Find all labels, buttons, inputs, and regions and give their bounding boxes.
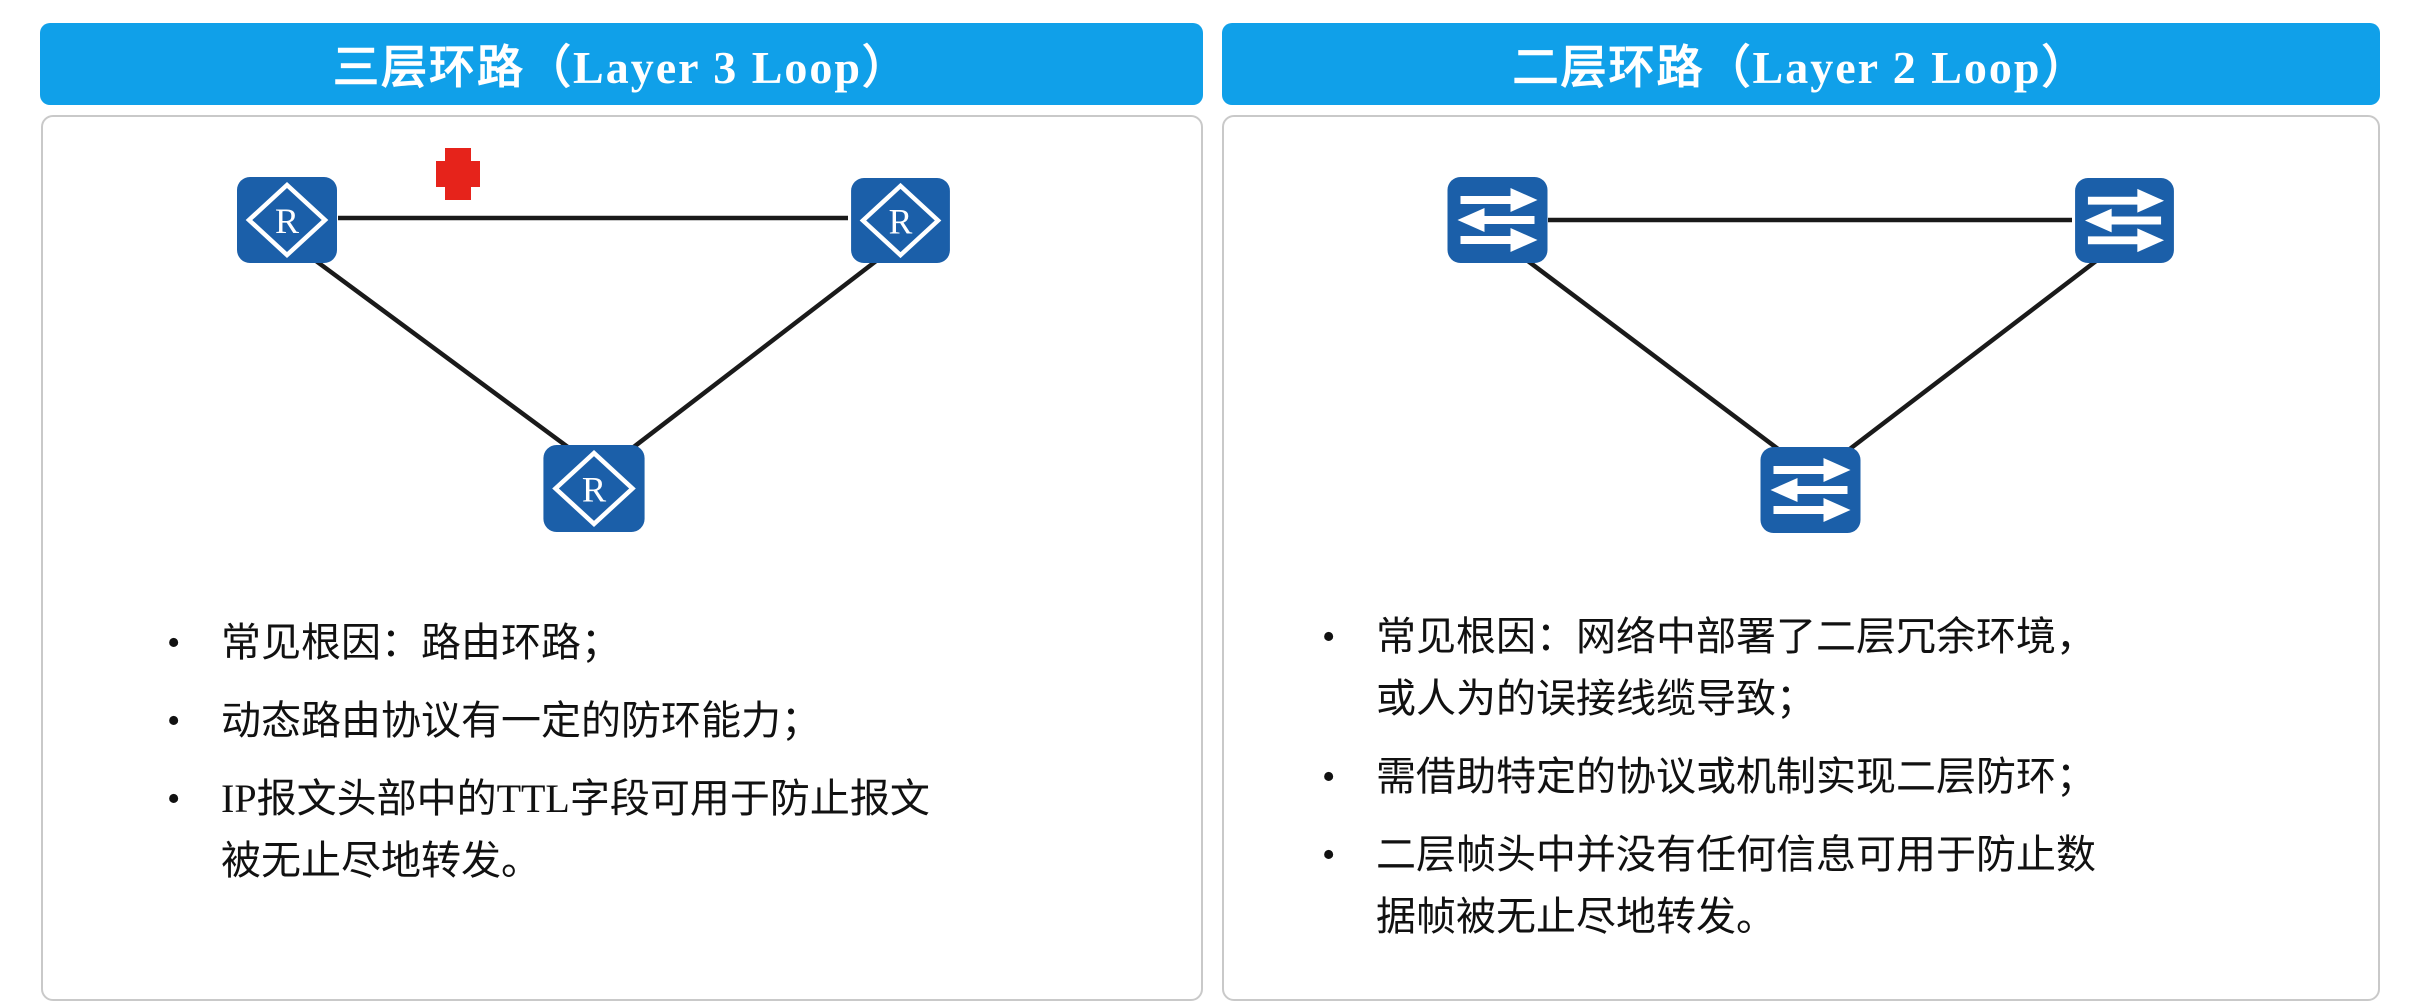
list-item: 常见根因：路由环路； xyxy=(165,612,1145,674)
list-item: 常见根因：网络中部署了二层冗余环境， 或人为的误接线缆导致； xyxy=(1320,606,2330,730)
switch-node-top-right xyxy=(2072,178,2177,263)
panel-title-layer2: 二层环路（Layer 2 Loop） xyxy=(1512,42,2090,93)
switch-node-top-left xyxy=(1447,177,1548,263)
panel-header-layer2-loop: 二层环路（Layer 2 Loop） xyxy=(1222,23,2380,105)
panel-title-layer3: 三层环路（Layer 3 Loop） xyxy=(333,42,910,93)
router-node-bottom xyxy=(540,445,648,532)
list-item: 二层帧头中并没有任何信息可用于防止数 据帧被无止尽地转发。 xyxy=(1320,824,2330,948)
list-item: 动态路由协议有一定的防环能力； xyxy=(165,690,1145,752)
list-item: 需借助特定的协议或机制实现二层防环； xyxy=(1320,746,2330,808)
router-node-top-right xyxy=(848,178,953,263)
list-item: IP报文头部中的TTL字段可用于防止报文 被无止尽地转发。 xyxy=(165,768,1145,892)
panel-header-layer3-loop: 三层环路（Layer 3 Loop） xyxy=(40,23,1203,105)
switch-node-bottom xyxy=(1758,447,1863,533)
layer3-bullet-list: 常见根因：路由环路； 动态路由协议有一定的防环能力； IP报文头部中的TTL字段… xyxy=(165,612,1145,908)
layer2-bullet-list: 常见根因：网络中部署了二层冗余环境， 或人为的误接线缆导致； 需借助特定的协议或… xyxy=(1320,606,2330,964)
router-node-top-left xyxy=(236,177,338,263)
